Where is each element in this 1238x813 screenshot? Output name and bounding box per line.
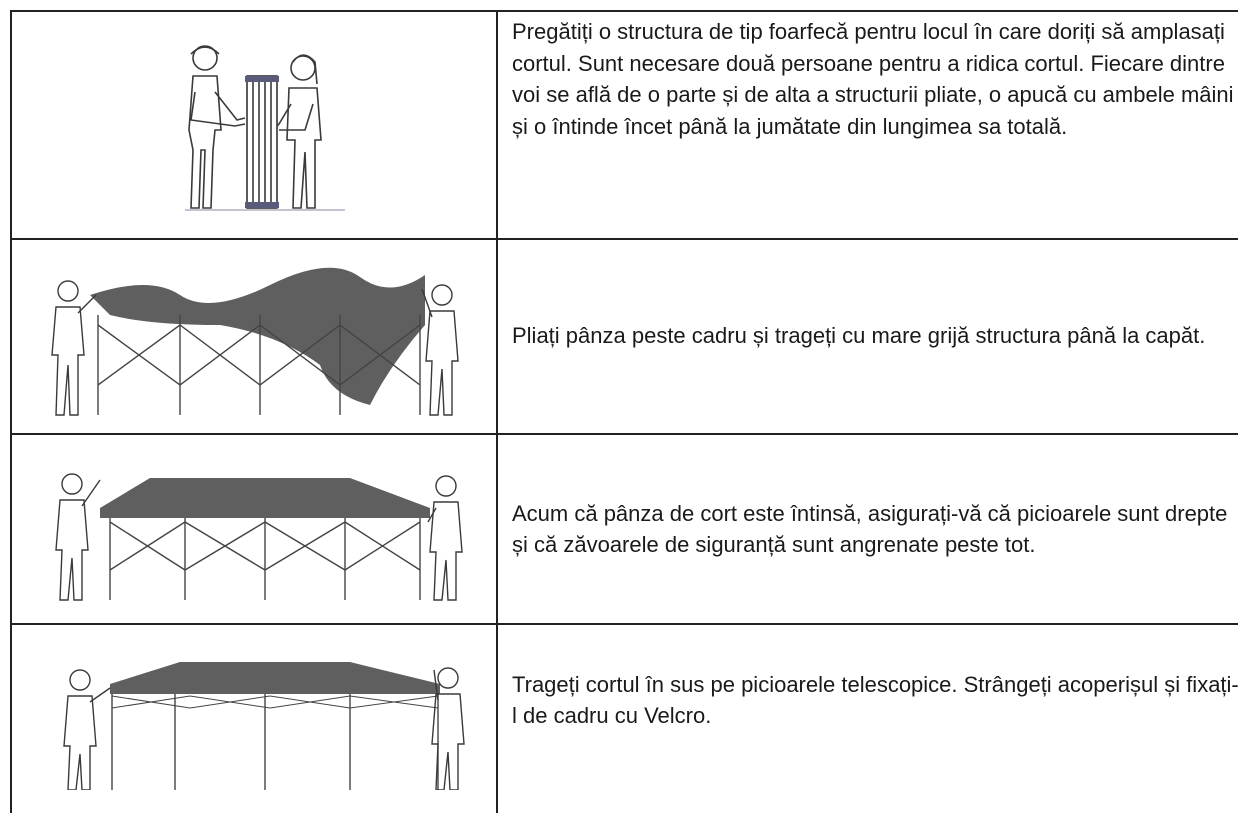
canopy-raised xyxy=(110,662,440,694)
canopy-stretched xyxy=(100,478,430,518)
person-right-body xyxy=(425,310,459,416)
person-right-body xyxy=(431,693,465,790)
person-left-head xyxy=(61,473,83,495)
person-left-body xyxy=(51,306,85,416)
step-3-illustration xyxy=(40,450,480,610)
step-3-text: Acum că pânza de cort este întinsă, asig… xyxy=(512,500,1228,558)
instructions-table: Pregătiți o structura de tip foarfecă pe… xyxy=(10,10,1238,813)
person-right-body xyxy=(286,87,322,209)
frame-legs xyxy=(111,694,439,790)
frame-scissors xyxy=(109,518,421,600)
row-divider xyxy=(10,238,1238,240)
column-divider xyxy=(496,10,498,813)
person-left-head xyxy=(192,45,218,71)
person-left-head xyxy=(57,280,79,302)
step-4-text: Trageți cortul în sus pe picioarele tele… xyxy=(512,671,1238,729)
step-1-text: Pregătiți o structura de tip foarfecă pe… xyxy=(512,19,1234,139)
person-left-body xyxy=(188,75,222,209)
step-1-illustration xyxy=(175,40,345,212)
person-right-body xyxy=(429,501,463,601)
person-left-body xyxy=(63,695,97,790)
table-border-top xyxy=(10,10,1238,12)
row-divider xyxy=(10,623,1238,625)
step-4-illustration xyxy=(50,640,470,790)
person-right-head xyxy=(435,475,457,497)
person-right-head xyxy=(437,667,459,689)
person-right-head xyxy=(431,284,453,306)
frame-scissors xyxy=(97,315,421,415)
person-left-head xyxy=(69,669,91,691)
step-2-text: Pliați pânza peste cadru și trageți cu m… xyxy=(512,323,1206,349)
table-border-left xyxy=(10,10,12,813)
folded-frame xyxy=(246,75,278,209)
step-2-illustration xyxy=(30,255,480,430)
canopy-draped xyxy=(90,267,425,405)
person-left-body xyxy=(55,499,89,601)
row-divider xyxy=(10,433,1238,435)
